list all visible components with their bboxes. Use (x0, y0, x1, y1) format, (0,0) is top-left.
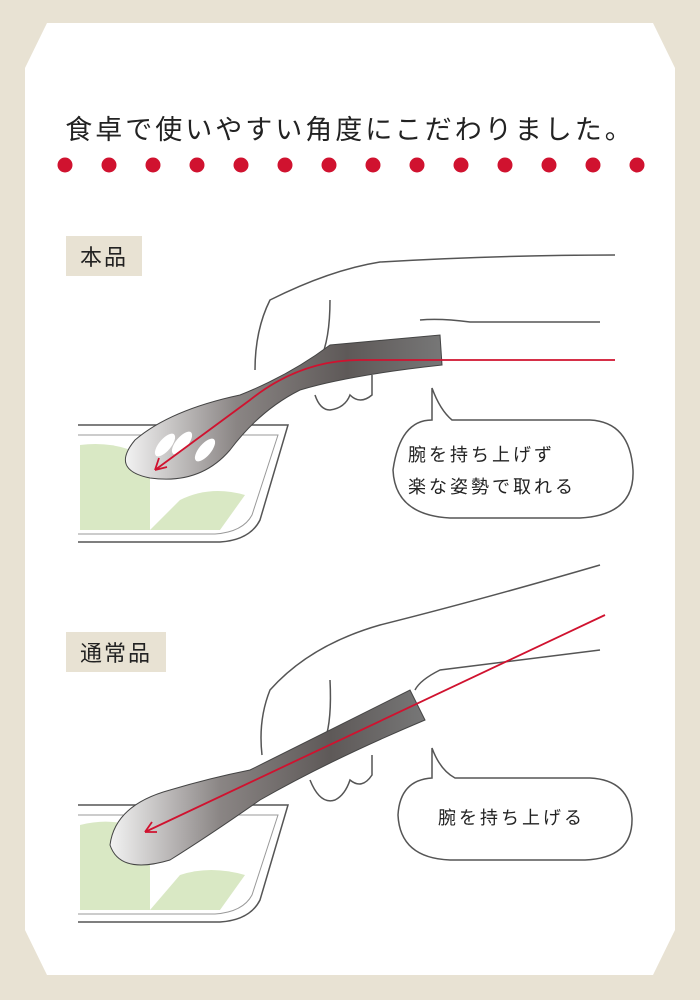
divider-dot (57, 157, 73, 173)
hand-2 (260, 564, 601, 802)
divider-dot (101, 157, 117, 173)
divider-dot (629, 157, 645, 173)
divider-dot (497, 157, 513, 173)
bubble-line: 腕を持ち上げず (408, 445, 555, 466)
speech-bubble-2 (397, 747, 633, 861)
divider-dot (541, 157, 557, 173)
angle-arrow-1 (154, 359, 615, 471)
bubble-text-regular: 腕を持ち上げる (438, 803, 585, 835)
angle-arrow-2 (144, 614, 606, 833)
divider-dot (409, 157, 425, 173)
spoon-2 (109, 689, 426, 866)
divider-dot (277, 157, 293, 173)
bubble-text-product: 腕を持ち上げず 楽な姿勢で取れる (408, 440, 576, 504)
bubble-line: 腕を持ち上げる (438, 808, 585, 829)
bubble-line: 楽な姿勢で取れる (408, 477, 576, 498)
divider-dot (233, 157, 249, 173)
divider-dot (189, 157, 205, 173)
divider-dot (365, 157, 381, 173)
page-title: 食卓で使いやすい角度にこだわりました。 (65, 115, 635, 146)
divider-dot (585, 157, 601, 173)
dot-divider (57, 157, 645, 173)
section-label-regular: 通常品 (66, 632, 167, 672)
divider-dot (145, 157, 161, 173)
divider-dot (453, 157, 469, 173)
divider-dot (321, 157, 337, 173)
speech-bubble-1 (392, 387, 634, 519)
section-label-product: 本品 (66, 236, 143, 276)
